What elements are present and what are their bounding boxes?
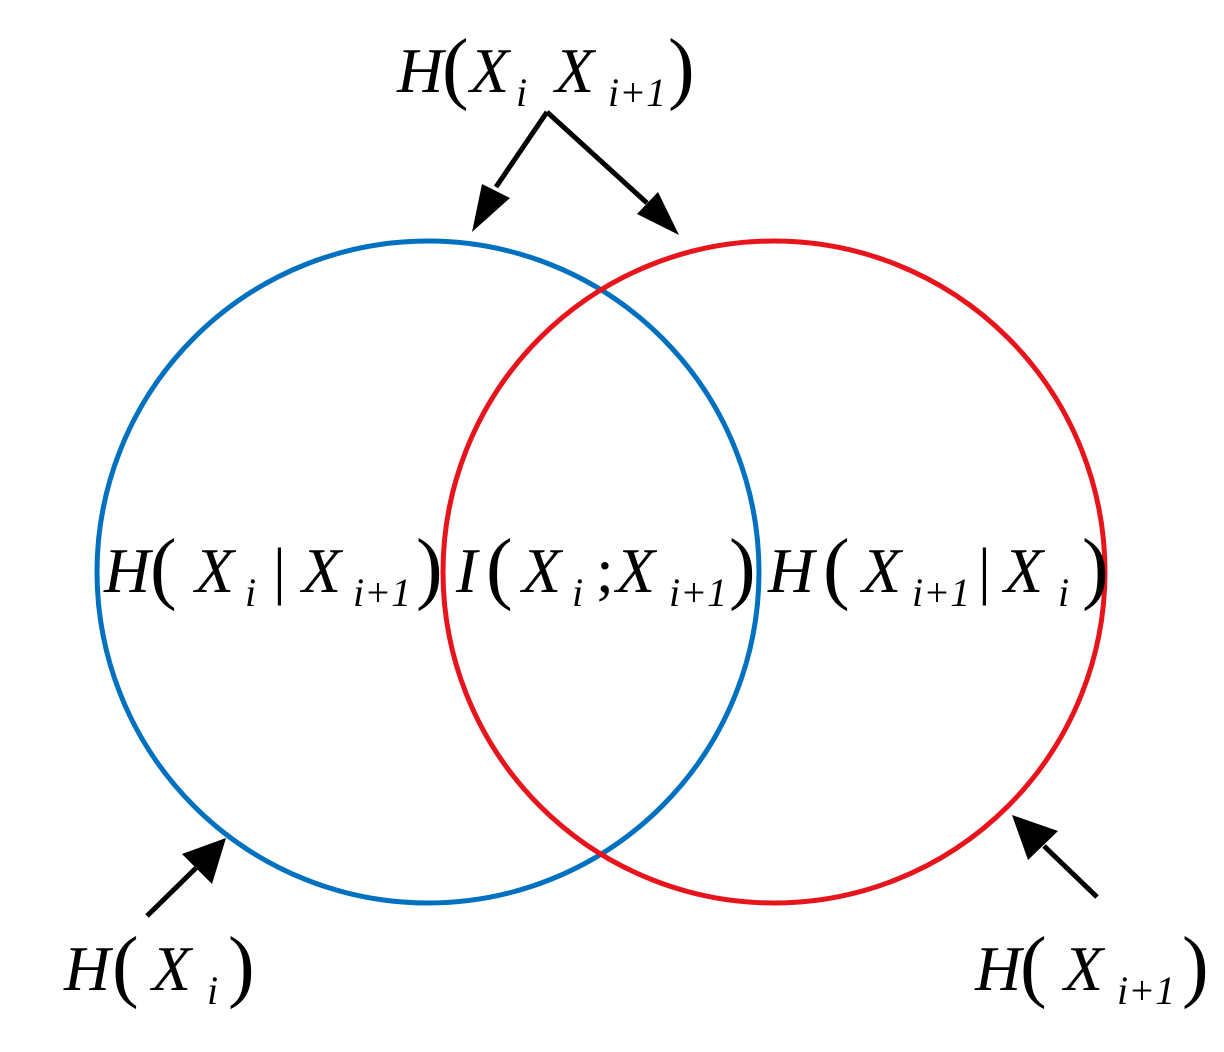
label-cond-entropy-left: H ( X i | X i+1 ) — [103, 524, 443, 615]
svg-text:X: X — [467, 35, 512, 106]
svg-text:H: H — [63, 933, 114, 1004]
svg-text:i+1: i+1 — [353, 570, 411, 615]
arrow-joint-to-right — [545, 110, 679, 235]
svg-text:(: ( — [486, 524, 513, 612]
svg-text:X: X — [552, 35, 597, 106]
svg-text:|: | — [978, 535, 991, 606]
svg-text:): ) — [1082, 524, 1109, 612]
svg-text:i+1: i+1 — [1117, 968, 1175, 1013]
svg-text:i: i — [516, 70, 527, 115]
svg-text:): ) — [1182, 922, 1209, 1010]
svg-text:X: X — [149, 933, 194, 1004]
label-joint-entropy: H ( X i X i+1 ) — [396, 24, 695, 115]
svg-text:(: ( — [823, 524, 850, 612]
svg-text:X: X — [859, 535, 904, 606]
svg-text:X: X — [299, 535, 344, 606]
svg-text:(: ( — [442, 24, 469, 112]
svg-text:): ) — [729, 524, 756, 612]
arrow-entropy-left — [145, 838, 226, 918]
svg-text:(: ( — [150, 524, 177, 612]
label-entropy-left: H ( X i ) — [63, 922, 255, 1013]
label-mutual-information: I ( X i ; X i+1 ) — [455, 524, 756, 615]
label-cond-entropy-right: H ( X i+1 | X i ) — [767, 524, 1109, 615]
svg-text:H: H — [767, 535, 818, 606]
svg-text:(: ( — [1020, 922, 1047, 1010]
svg-text:X: X — [519, 535, 564, 606]
svg-text:): ) — [228, 922, 255, 1010]
svg-text:): ) — [668, 24, 695, 112]
svg-text:(: ( — [112, 922, 139, 1010]
right-circle-entropy-xi1 — [440, 238, 1108, 906]
svg-text:|: | — [273, 535, 286, 606]
svg-text:X: X — [1061, 933, 1106, 1004]
svg-text:i+1: i+1 — [912, 570, 970, 615]
svg-text:X: X — [192, 535, 237, 606]
svg-text:i+1: i+1 — [669, 570, 727, 615]
svg-text:X: X — [613, 535, 658, 606]
svg-text:H: H — [396, 35, 447, 106]
left-circle-entropy-xi — [94, 238, 762, 906]
svg-text:H: H — [103, 535, 154, 606]
svg-text:i: i — [207, 968, 218, 1013]
svg-text:H: H — [974, 933, 1025, 1004]
label-entropy-right: H ( X i+1 ) — [974, 922, 1209, 1013]
svg-text:i+1: i+1 — [608, 70, 666, 115]
arrow-entropy-right — [1012, 815, 1099, 899]
svg-text:I: I — [455, 535, 480, 606]
svg-text:i: i — [572, 570, 583, 615]
svg-text:i: i — [1058, 570, 1069, 615]
svg-text:): ) — [416, 524, 443, 612]
arrow-joint-to-left — [472, 110, 550, 232]
svg-text:i: i — [245, 570, 256, 615]
svg-text:;: ; — [596, 535, 614, 606]
svg-text:X: X — [1001, 535, 1046, 606]
